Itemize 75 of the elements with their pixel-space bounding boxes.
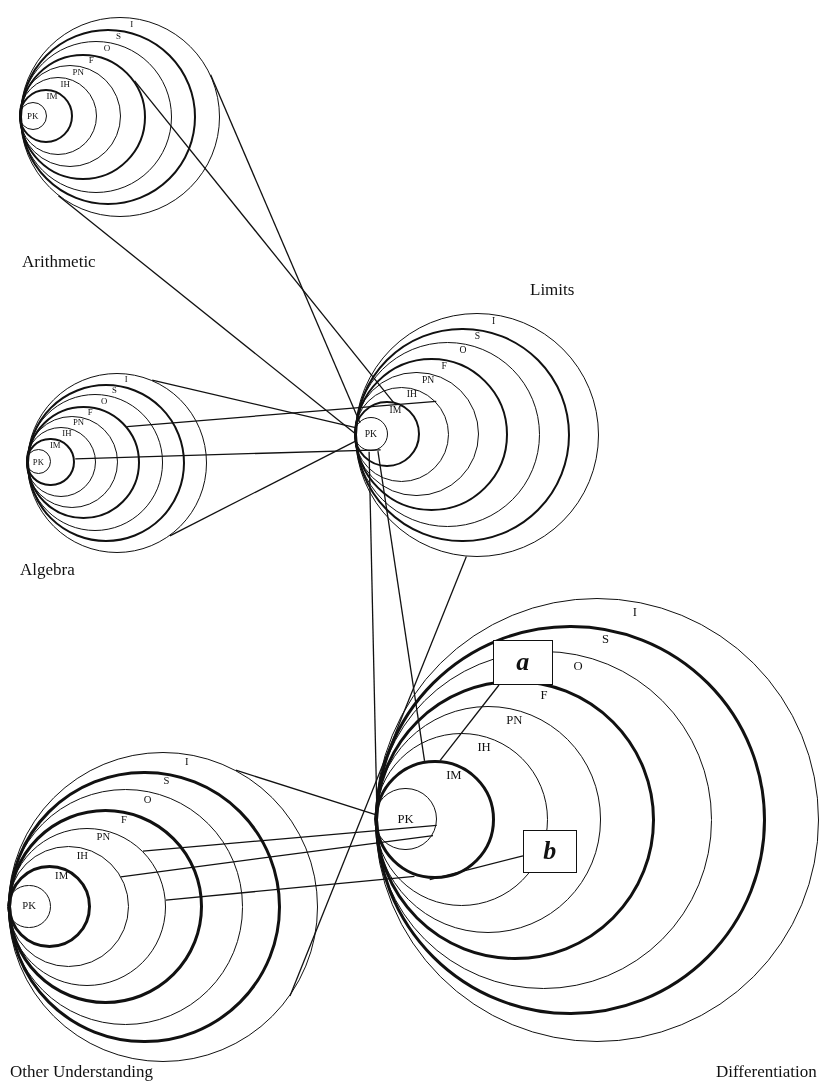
ring-label: PN bbox=[421, 374, 435, 385]
ring-label: IH bbox=[477, 740, 491, 754]
ring-label: F bbox=[87, 407, 93, 417]
ring-label: PN bbox=[72, 67, 85, 77]
group-label: Limits bbox=[530, 280, 575, 300]
ring-circle bbox=[374, 759, 495, 880]
letter-box: a bbox=[492, 639, 553, 685]
ring-label: I bbox=[124, 374, 128, 384]
connector-line bbox=[133, 80, 395, 404]
ring-label: IH bbox=[76, 850, 88, 862]
ring-label: F bbox=[120, 814, 127, 826]
group-label: Differentiation bbox=[716, 1062, 817, 1082]
ring-label: S bbox=[602, 633, 610, 646]
ring-label: IM bbox=[446, 769, 462, 782]
ring-circle bbox=[26, 437, 75, 487]
ring-label: PK bbox=[32, 457, 44, 467]
ring-label: O bbox=[459, 345, 467, 356]
ring-label: I bbox=[632, 605, 637, 619]
letter-box: b bbox=[522, 829, 577, 873]
ring-label: IH bbox=[62, 428, 72, 438]
ring-label: IM bbox=[55, 870, 69, 882]
ring-circle bbox=[7, 864, 92, 949]
connector-line bbox=[289, 555, 467, 997]
ring-circle bbox=[375, 624, 766, 1016]
connector-line bbox=[439, 684, 500, 761]
connector-line bbox=[120, 834, 434, 878]
group-label: Other Understanding bbox=[10, 1062, 154, 1082]
connector-line bbox=[377, 450, 426, 762]
ring-label: I bbox=[130, 19, 134, 28]
ring-circle bbox=[27, 383, 186, 543]
ring-label: S bbox=[163, 775, 170, 787]
ring-label: PN bbox=[96, 832, 111, 843]
ring-label: F bbox=[540, 688, 548, 701]
ring-label: O bbox=[143, 794, 152, 805]
connector-line bbox=[57, 195, 356, 435]
group-label: Algebra bbox=[20, 560, 75, 580]
connector-line bbox=[169, 440, 357, 537]
ring-label: IH bbox=[60, 79, 70, 89]
ring-label: PK bbox=[364, 428, 378, 439]
connector-line bbox=[210, 74, 361, 424]
ring-label: S bbox=[474, 330, 481, 341]
ring-circle bbox=[20, 29, 196, 205]
ring-circle bbox=[19, 89, 74, 144]
ring-circle bbox=[8, 770, 281, 1044]
connector-line bbox=[429, 855, 524, 881]
connector-line bbox=[142, 824, 438, 852]
ring-circle bbox=[354, 401, 421, 468]
ring-label: F bbox=[441, 361, 447, 371]
ring-label: I bbox=[492, 316, 496, 326]
ring-label: PN bbox=[73, 417, 85, 427]
ring-label: O bbox=[101, 396, 108, 405]
ring-label: IM bbox=[389, 405, 402, 415]
ring-label: O bbox=[573, 659, 583, 673]
ring-label: PK bbox=[27, 111, 39, 121]
ring-label: PK bbox=[397, 813, 414, 826]
ring-circle bbox=[26, 405, 140, 520]
ring-label: PN bbox=[506, 713, 523, 727]
ring-circle bbox=[354, 357, 509, 512]
ring-label: I bbox=[185, 756, 189, 768]
ring-label: O bbox=[103, 43, 111, 53]
ring-label: S bbox=[116, 31, 122, 41]
connector-line bbox=[74, 449, 382, 460]
ring-circle bbox=[355, 327, 570, 543]
ring-label: IM bbox=[46, 92, 58, 101]
ring-label: IH bbox=[406, 389, 417, 400]
connector-line bbox=[235, 769, 377, 816]
group-label: Arithmetic bbox=[22, 252, 96, 272]
ring-circle bbox=[19, 53, 146, 180]
ring-circle bbox=[7, 809, 204, 1005]
ring-label: F bbox=[88, 55, 94, 65]
connector-line bbox=[165, 875, 416, 901]
ring-label: IM bbox=[49, 440, 61, 449]
ring-label: S bbox=[112, 385, 117, 395]
ring-label: PK bbox=[22, 901, 36, 912]
connector-line bbox=[126, 400, 437, 428]
